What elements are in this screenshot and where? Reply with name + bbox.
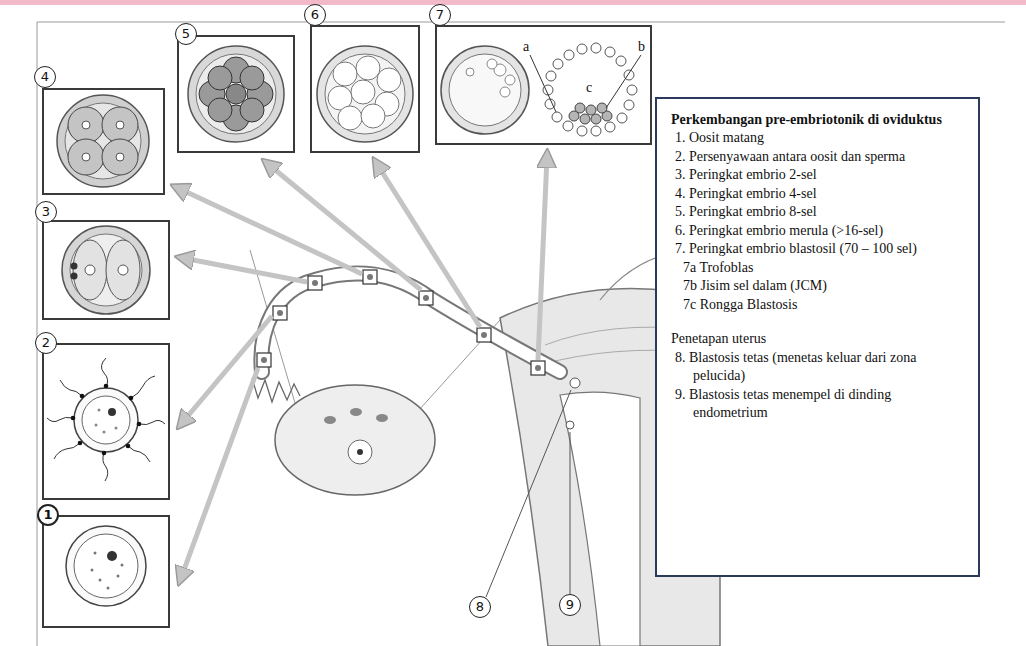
callout-number: 4 bbox=[34, 66, 56, 88]
legend-item: 6. Peringkat embrio merula (>16-sel) bbox=[671, 222, 964, 240]
legend-item: 7b Jisim sel dalam (JCM) bbox=[671, 277, 964, 295]
stage-box: 3 bbox=[42, 220, 170, 320]
callout-number: 1 bbox=[37, 504, 59, 526]
legend-item: 8. Blastosis tetas (menetas keluar dari … bbox=[671, 349, 964, 386]
legend-item: 1. Oosit matang bbox=[671, 129, 964, 147]
stage-box: 1 bbox=[42, 515, 170, 628]
stage-box: 5 bbox=[177, 35, 295, 153]
callout-text: 8 bbox=[476, 599, 484, 614]
stage-box: 2 bbox=[42, 343, 170, 500]
legend-item: 7c Rongga Blastosis bbox=[671, 296, 964, 314]
part-label: a bbox=[522, 40, 530, 54]
legend-item: 5. Peringkat embrio 8-sel bbox=[671, 203, 964, 221]
callout-number: 9 bbox=[559, 594, 581, 616]
callout-number: 2 bbox=[35, 332, 57, 354]
panel-heading: Penetapan uterus bbox=[671, 330, 964, 348]
callout-number: 3 bbox=[35, 201, 57, 223]
callout-text: 9 bbox=[566, 597, 574, 612]
legend-item: 9. Blastosis tetas menempel di dinding e… bbox=[671, 386, 964, 423]
stage-box: 7 bbox=[435, 25, 652, 145]
callout-number: 6 bbox=[304, 4, 326, 26]
callout-number: 8 bbox=[469, 596, 491, 618]
legend-item: 4. Peringkat embrio 4-sel bbox=[671, 185, 964, 203]
callout-number: 7 bbox=[429, 4, 451, 26]
legend-item: 7a Trofoblas bbox=[671, 259, 964, 277]
stage-box: 6 bbox=[310, 25, 420, 153]
legend-panel: Perkembangan pre-embriotonik di oviduktu… bbox=[655, 97, 980, 577]
part-label: c bbox=[585, 81, 593, 95]
legend-item: 2. Persenyawaan antara oosit dan sperma bbox=[671, 148, 964, 166]
legend-item: 3. Peringkat embrio 2-sel bbox=[671, 166, 964, 184]
panel-heading: Perkembangan pre-embriotonik di oviduktu… bbox=[671, 111, 964, 129]
part-label: b bbox=[637, 40, 646, 54]
legend-item: 7. Peringkat embrio blastosil (70 – 100 … bbox=[671, 240, 964, 258]
stage-box: 4 bbox=[42, 88, 165, 195]
callout-number: 5 bbox=[175, 23, 197, 45]
